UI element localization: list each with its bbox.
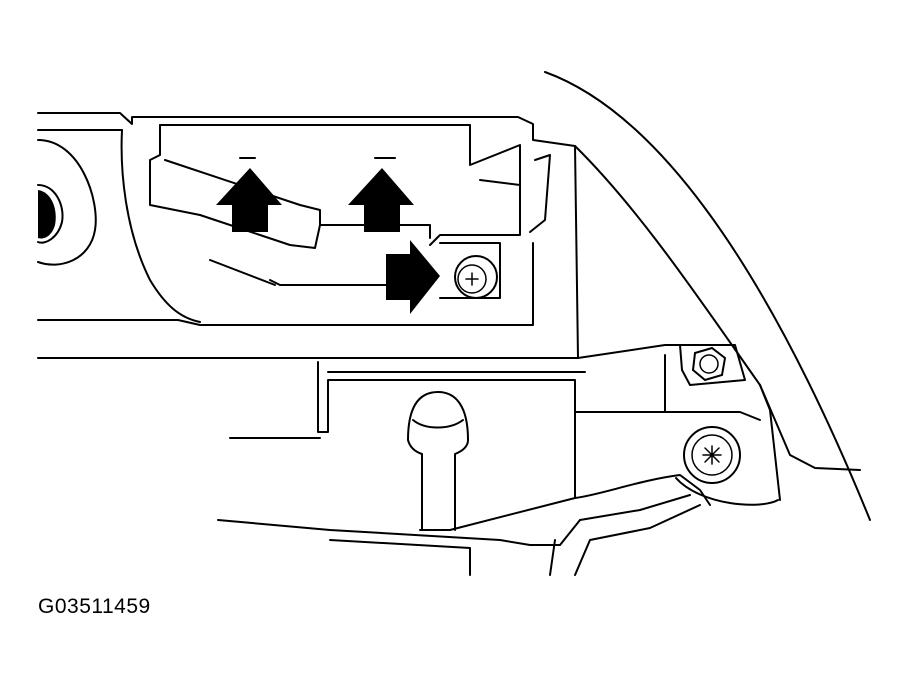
hex-bolt-icon xyxy=(679,344,746,386)
figure-id-label: G03511459 xyxy=(38,595,151,618)
lower-bracket xyxy=(217,354,781,576)
torx-bolt-icon xyxy=(683,426,741,484)
arrow-up-left xyxy=(216,168,282,232)
arrow-right-to-screw xyxy=(386,240,440,314)
arrow-up-right xyxy=(348,168,414,232)
upper-housing xyxy=(37,112,691,359)
torx-screw-icon xyxy=(439,242,501,299)
